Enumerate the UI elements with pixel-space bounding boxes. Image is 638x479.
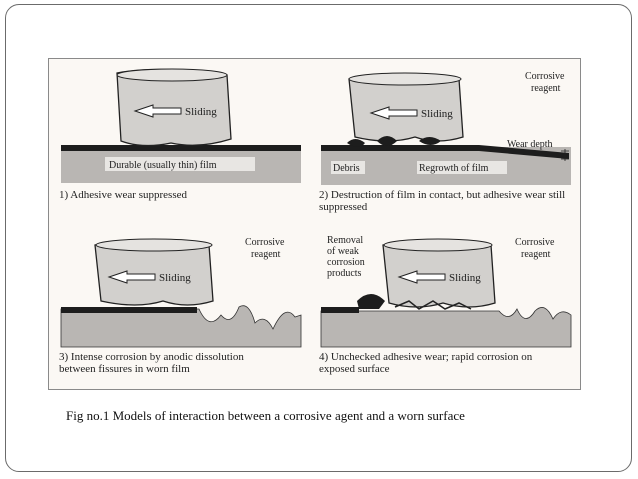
sliding-label: Sliding [449, 272, 481, 284]
removal-label-line2: of weak [327, 246, 359, 257]
debris-particle [347, 139, 365, 147]
debris-label: Debris [333, 163, 360, 174]
regrowth-label: Regrowth of film [419, 163, 489, 174]
sliding-arrow [133, 104, 182, 118]
sliding-label: Sliding [185, 106, 217, 118]
panel-2-diagram: Sliding Corrosive reagent Wear depth Deb… [321, 71, 571, 185]
removal-label-line3: corrosion [327, 257, 365, 268]
surface-film [61, 307, 197, 313]
removal-label-line4: products [327, 268, 362, 279]
panel-2: Sliding Corrosive reagent Wear depth Deb… [319, 65, 577, 225]
corrosion-debris [394, 300, 472, 310]
panel-4-caption: 4) Unchecked adhesive wear; rapid corros… [319, 351, 533, 375]
substrate [60, 305, 302, 348]
reagent-label-line2: reagent [521, 249, 551, 260]
surface-film [61, 145, 301, 151]
debris-particle [377, 136, 397, 146]
sliding-label: Sliding [159, 272, 191, 284]
slider-top [95, 238, 213, 252]
sliding-arrow [369, 106, 418, 120]
removal-label-line1: Removal [327, 235, 363, 246]
sliding-arrow [397, 270, 446, 284]
surface-film [321, 307, 359, 313]
debris-label-bg [331, 161, 365, 174]
slider-top [116, 68, 228, 82]
slider-top [348, 72, 462, 86]
sliding-arrow [107, 270, 156, 284]
panel-1-diagram: Sliding Durable (usually thin) film [61, 68, 301, 183]
wear-depth-label: Wear depth [507, 139, 553, 150]
film-label: Durable (usually thin) film [109, 160, 217, 171]
panel-2-caption: 2) Destruction of film in contact, but a… [319, 189, 566, 213]
panel-3-diagram: Sliding Corrosive reagent [60, 237, 302, 348]
panel-1-caption: 1) Adhesive wear suppressed [59, 189, 187, 201]
surface-film [321, 145, 569, 159]
panel-4: Sliding Corrosive reagent Removal of wea… [319, 231, 577, 381]
slider-top [383, 238, 493, 252]
reagent-label-line1: Corrosive [515, 237, 555, 248]
figure-box: Sliding Durable (usually thin) film 1) A… [48, 58, 581, 390]
reagent-label-line2: reagent [251, 249, 281, 260]
removed-products [357, 294, 385, 309]
debris-particle [419, 137, 441, 145]
film-label-bg [105, 157, 255, 171]
panel-4-diagram: Sliding Corrosive reagent Removal of wea… [320, 235, 572, 348]
substrate [320, 307, 572, 348]
figure-caption: Fig no.1 Models of interaction between a… [66, 408, 465, 423]
panel-3: Sliding Corrosive reagent 3) Intense cor… [59, 231, 309, 381]
regrowth-label-bg [417, 161, 507, 174]
panel-3-caption: 3) Intense corrosion by anodic dissoluti… [59, 351, 244, 375]
reagent-label-line2: reagent [531, 83, 561, 94]
reagent-label-line1: Corrosive [245, 237, 285, 248]
panel-1: Sliding Durable (usually thin) film 1) A… [59, 65, 309, 215]
sliding-label: Sliding [421, 108, 453, 120]
wear-depth-indicator [561, 149, 569, 161]
reagent-label-line1: Corrosive [525, 71, 565, 82]
